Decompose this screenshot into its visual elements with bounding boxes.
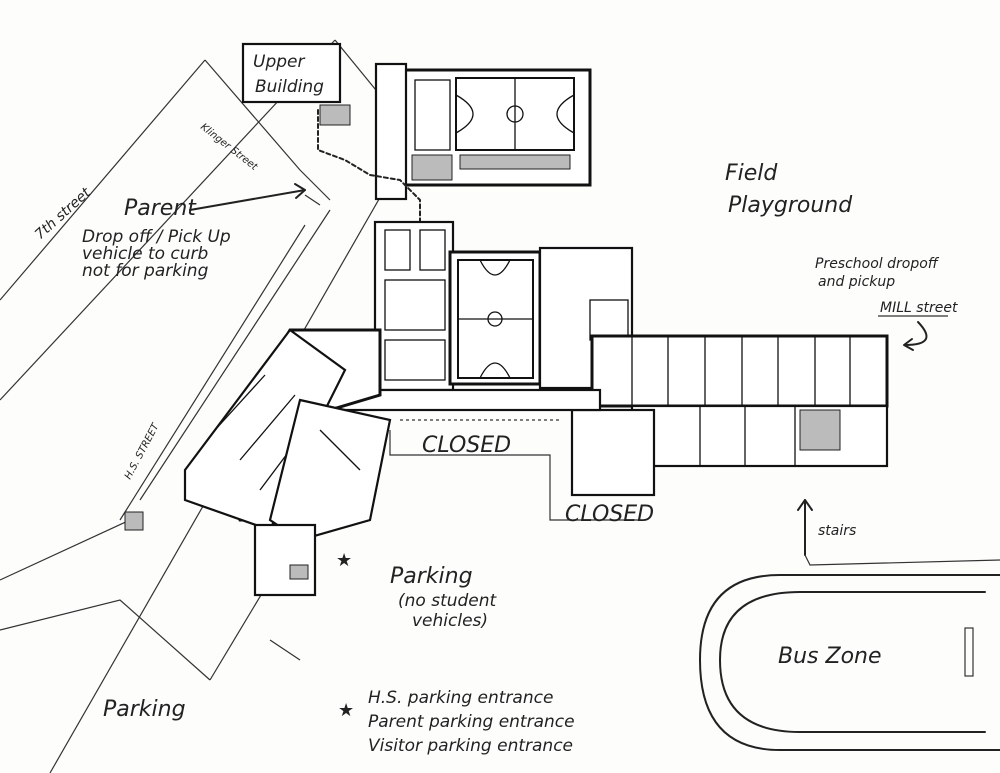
- parking-main-label: Parking: [390, 564, 473, 589]
- star-icon: ★: [336, 550, 352, 571]
- playground-label: Playground: [728, 193, 853, 218]
- preschool-annotation: Preschool dropoff and pickup MILL street: [815, 256, 958, 351]
- closed-label-2: CLOSED: [565, 502, 654, 527]
- hs-street-label: H.S. STREET: [123, 421, 162, 481]
- upper-building-label-2: Building: [255, 77, 324, 97]
- legend-entry-3: Visitor parking entrance: [368, 736, 573, 756]
- arrowhead: [294, 183, 306, 199]
- legend: ★ H.S. parking entrance Parent parking e…: [338, 688, 575, 756]
- parking-note-1: (no student: [398, 591, 498, 611]
- walkway: [304, 104, 421, 226]
- legend-entry-1: H.S. parking entrance: [368, 688, 553, 708]
- parent-note-line-1: Drop off / Pick Up: [82, 227, 231, 247]
- bus-zone-label: Bus Zone: [778, 644, 882, 669]
- top-gym-building: [374, 62, 592, 201]
- parent-note-line-3: not for parking: [82, 261, 209, 281]
- stairs-annotation: stairs: [797, 499, 1000, 566]
- preschool-label-1: Preschool dropoff: [815, 256, 940, 272]
- east-wing: [570, 334, 889, 497]
- parking-note-2: vehicles): [412, 611, 488, 631]
- upper-building-label-1: Upper: [253, 52, 305, 72]
- west-wing: [124, 328, 392, 597]
- parent-note-line-2: vehicle to curb: [82, 244, 208, 264]
- arrow-icon: [189, 189, 306, 211]
- mill-street-label: MILL street: [880, 300, 958, 316]
- parking-lower-label: Parking: [103, 697, 186, 722]
- parent-title: Parent: [124, 196, 197, 221]
- bus-zone: Bus Zone: [699, 574, 1000, 751]
- middle-building: [373, 220, 634, 392]
- legend-star-icon: ★: [338, 700, 354, 721]
- stairs-label: stairs: [818, 523, 856, 539]
- parent-annotation: Parent Drop off / Pick Up vehicle to cur…: [82, 183, 306, 281]
- curl-arrow-icon: [904, 321, 928, 346]
- upper-building: Upper Building: [241, 42, 342, 104]
- klinger-street-label: Klinger Street: [198, 122, 260, 174]
- field-label: Field: [725, 161, 778, 186]
- legend-entry-2: Parent parking entrance: [368, 712, 575, 732]
- preschool-label-2: and pickup: [818, 274, 895, 290]
- closed-label-1: CLOSED: [422, 433, 511, 458]
